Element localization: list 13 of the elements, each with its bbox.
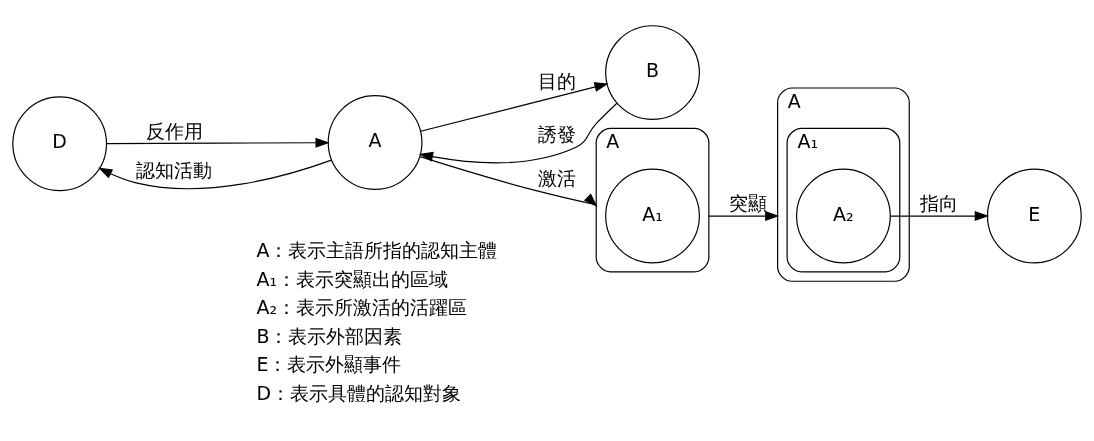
edge-label: 反作用	[145, 119, 203, 142]
edge-label: 認知活動	[136, 158, 213, 181]
label: B：表示外部因素	[256, 324, 403, 347]
label: D：表示具體的認知對象	[256, 381, 462, 404]
label: A：表示主語所指的認知主體	[256, 239, 498, 262]
edge-label: 激活	[538, 166, 577, 189]
label: A₁：表示突顯出的區域	[256, 267, 449, 290]
edge-label: 指向	[919, 191, 958, 214]
edge-label: 誘發	[538, 123, 577, 146]
edge-label: 目的	[538, 69, 577, 92]
label: E：表示外顯事件	[256, 353, 402, 376]
label: A₂：表示所激活的活躍區	[256, 296, 468, 319]
edge-label: 突顯	[728, 191, 767, 214]
